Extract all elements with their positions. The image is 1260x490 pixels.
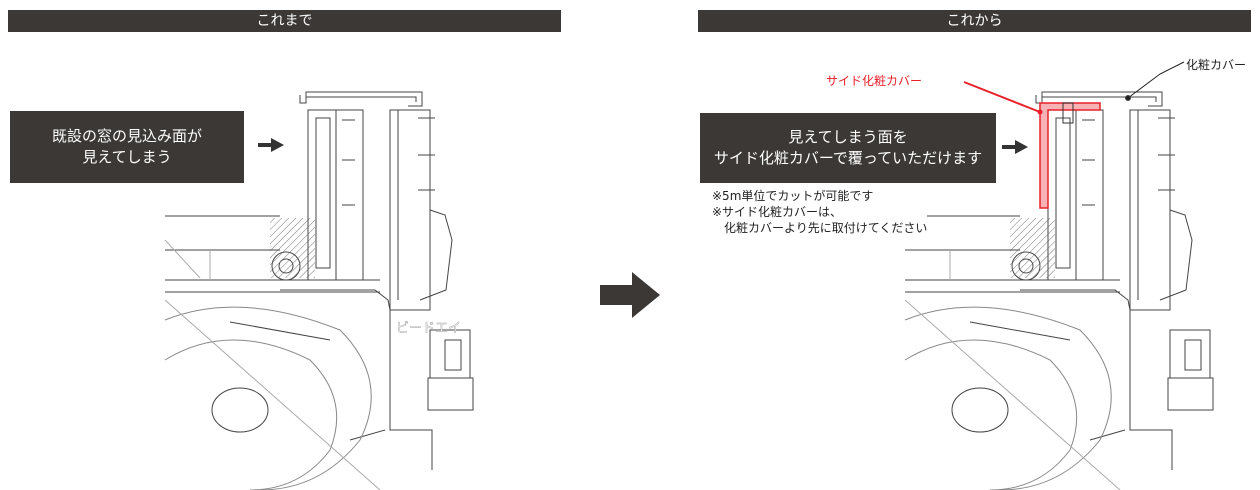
callout-before-arrow-icon (258, 138, 284, 152)
header-after: これから (698, 10, 1251, 32)
section-drawing-after (904, 61, 1214, 490)
callout-before-line-1: 既設の窓の見込み面が (51, 127, 202, 145)
callout-after-line-2: サイド化粧カバーで覆っていただけます (713, 149, 983, 167)
note-3: 化粧カバーより先に取付けてください (712, 221, 928, 235)
transition-arrow-icon (600, 272, 660, 318)
callout-after-arrow-icon (1002, 140, 1028, 154)
note-1: ※5m単位でカットが可能です (712, 189, 874, 203)
label-cover: 化粧カバー (1186, 58, 1247, 72)
callout-before-line-2: 見えてしまう (82, 148, 172, 166)
notes: ※5m単位でカットが可能です ※サイド化粧カバーは、 化粧カバーより先に取付けて… (712, 188, 928, 236)
header-before: これまで (8, 10, 561, 32)
label-side-cover: サイド化粧カバー (826, 74, 923, 88)
side-cover-highlight (963, 81, 1101, 209)
callout-after-line-1: 見えてしまう面を (788, 128, 908, 146)
section-drawing-before: ビードエイ (164, 91, 474, 490)
overlay-text: ビードエイ (396, 321, 461, 336)
note-2: ※サイド化粧カバーは、 (712, 205, 843, 219)
callout-after: 見えてしまう面を サイド化粧カバーで覆っていただけます (700, 113, 996, 183)
callout-before: 既設の窓の見込み面が 見えてしまう (10, 111, 244, 183)
